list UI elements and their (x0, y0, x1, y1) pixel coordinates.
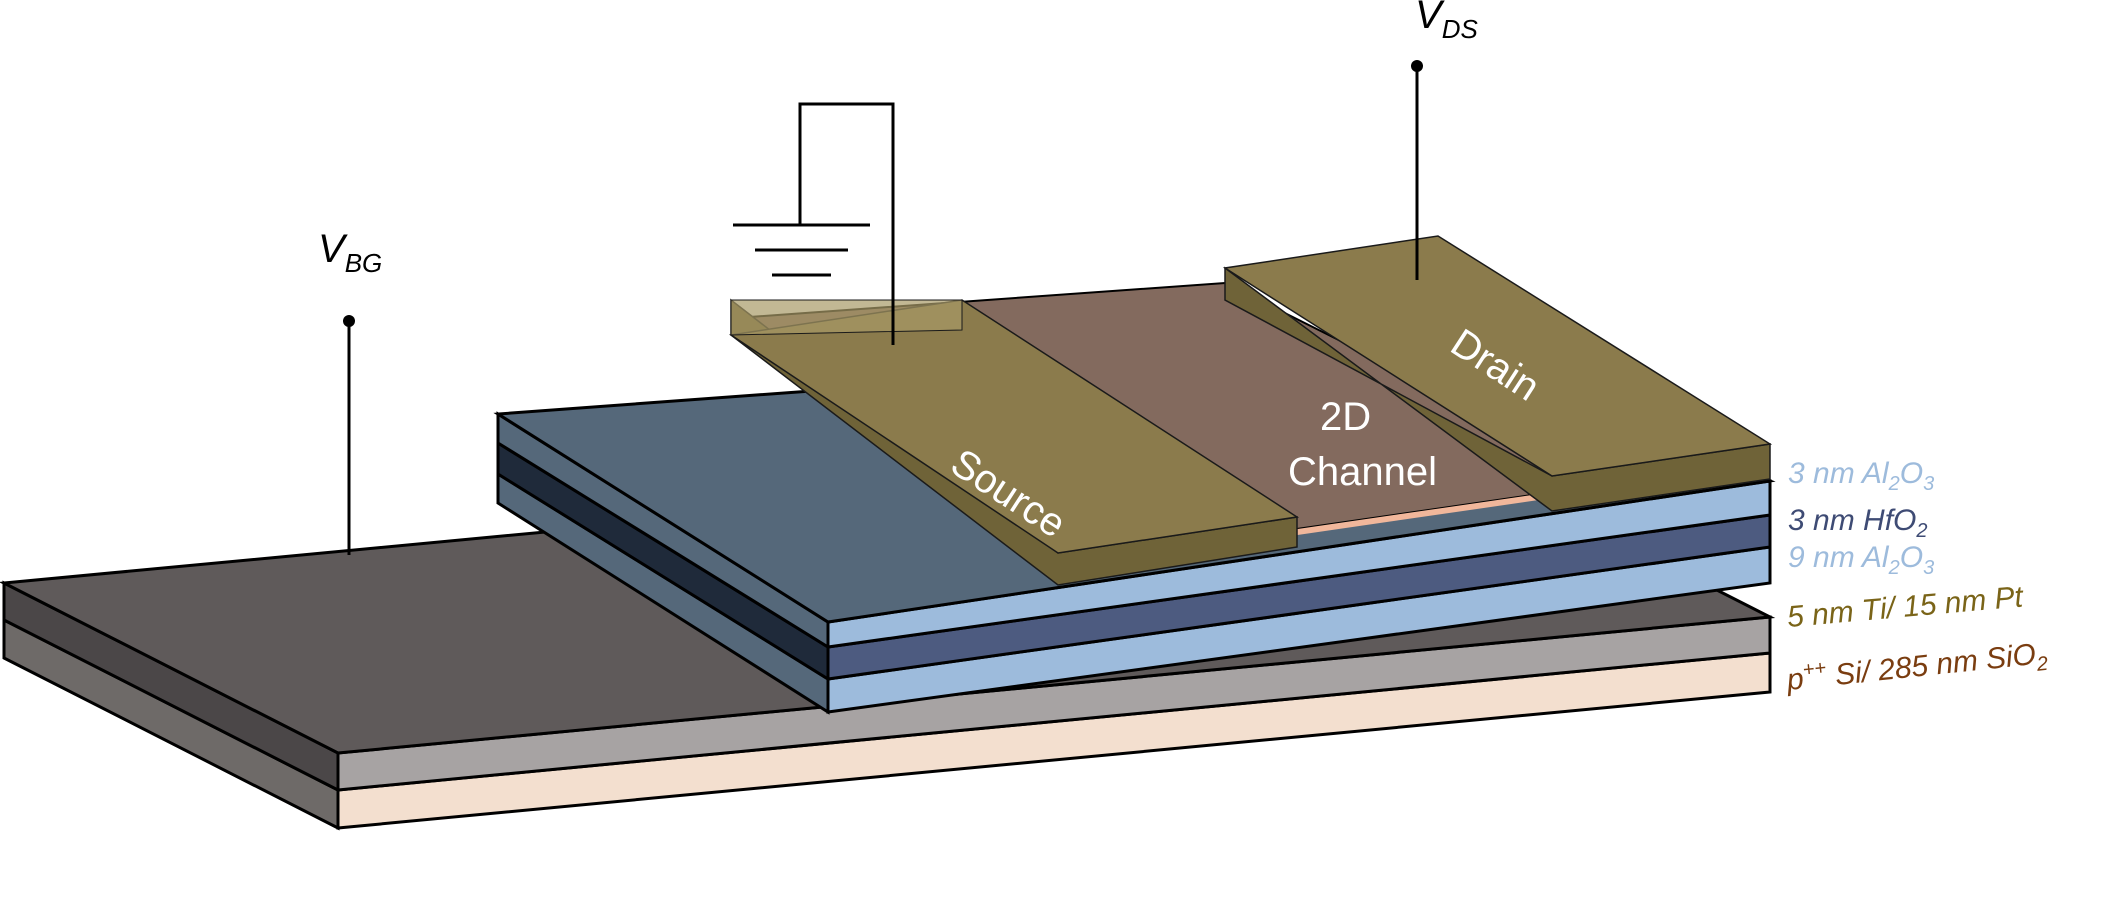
channel-label-line2: Channel (1288, 450, 1437, 494)
layer-label-si-sio2: p++ Si/ 285 nm SiO2 (1784, 634, 2049, 702)
channel-label-line1: 2D (1320, 395, 1371, 439)
layer-label-hfo2: 3 nm HfO2 (1788, 504, 1928, 542)
layer-label-ti-pt: 5 nm Ti/ 15 nm Pt (1786, 580, 2026, 634)
layer-label-al2o3-9nm: 9 nm Al2O3 (1788, 541, 1934, 579)
source-contact-back (730, 299, 963, 336)
vds-label: VDS (1415, 0, 1478, 44)
vbg-terminal-dot (343, 315, 355, 327)
vbg-label: VBG (318, 227, 382, 278)
drain-contact-top (1222, 235, 1773, 477)
layer-label-al2o3-3nm: 3 nm Al2O3 (1788, 457, 1934, 495)
vds-terminal-dot (1411, 60, 1423, 72)
ground-wire (798, 102, 895, 345)
